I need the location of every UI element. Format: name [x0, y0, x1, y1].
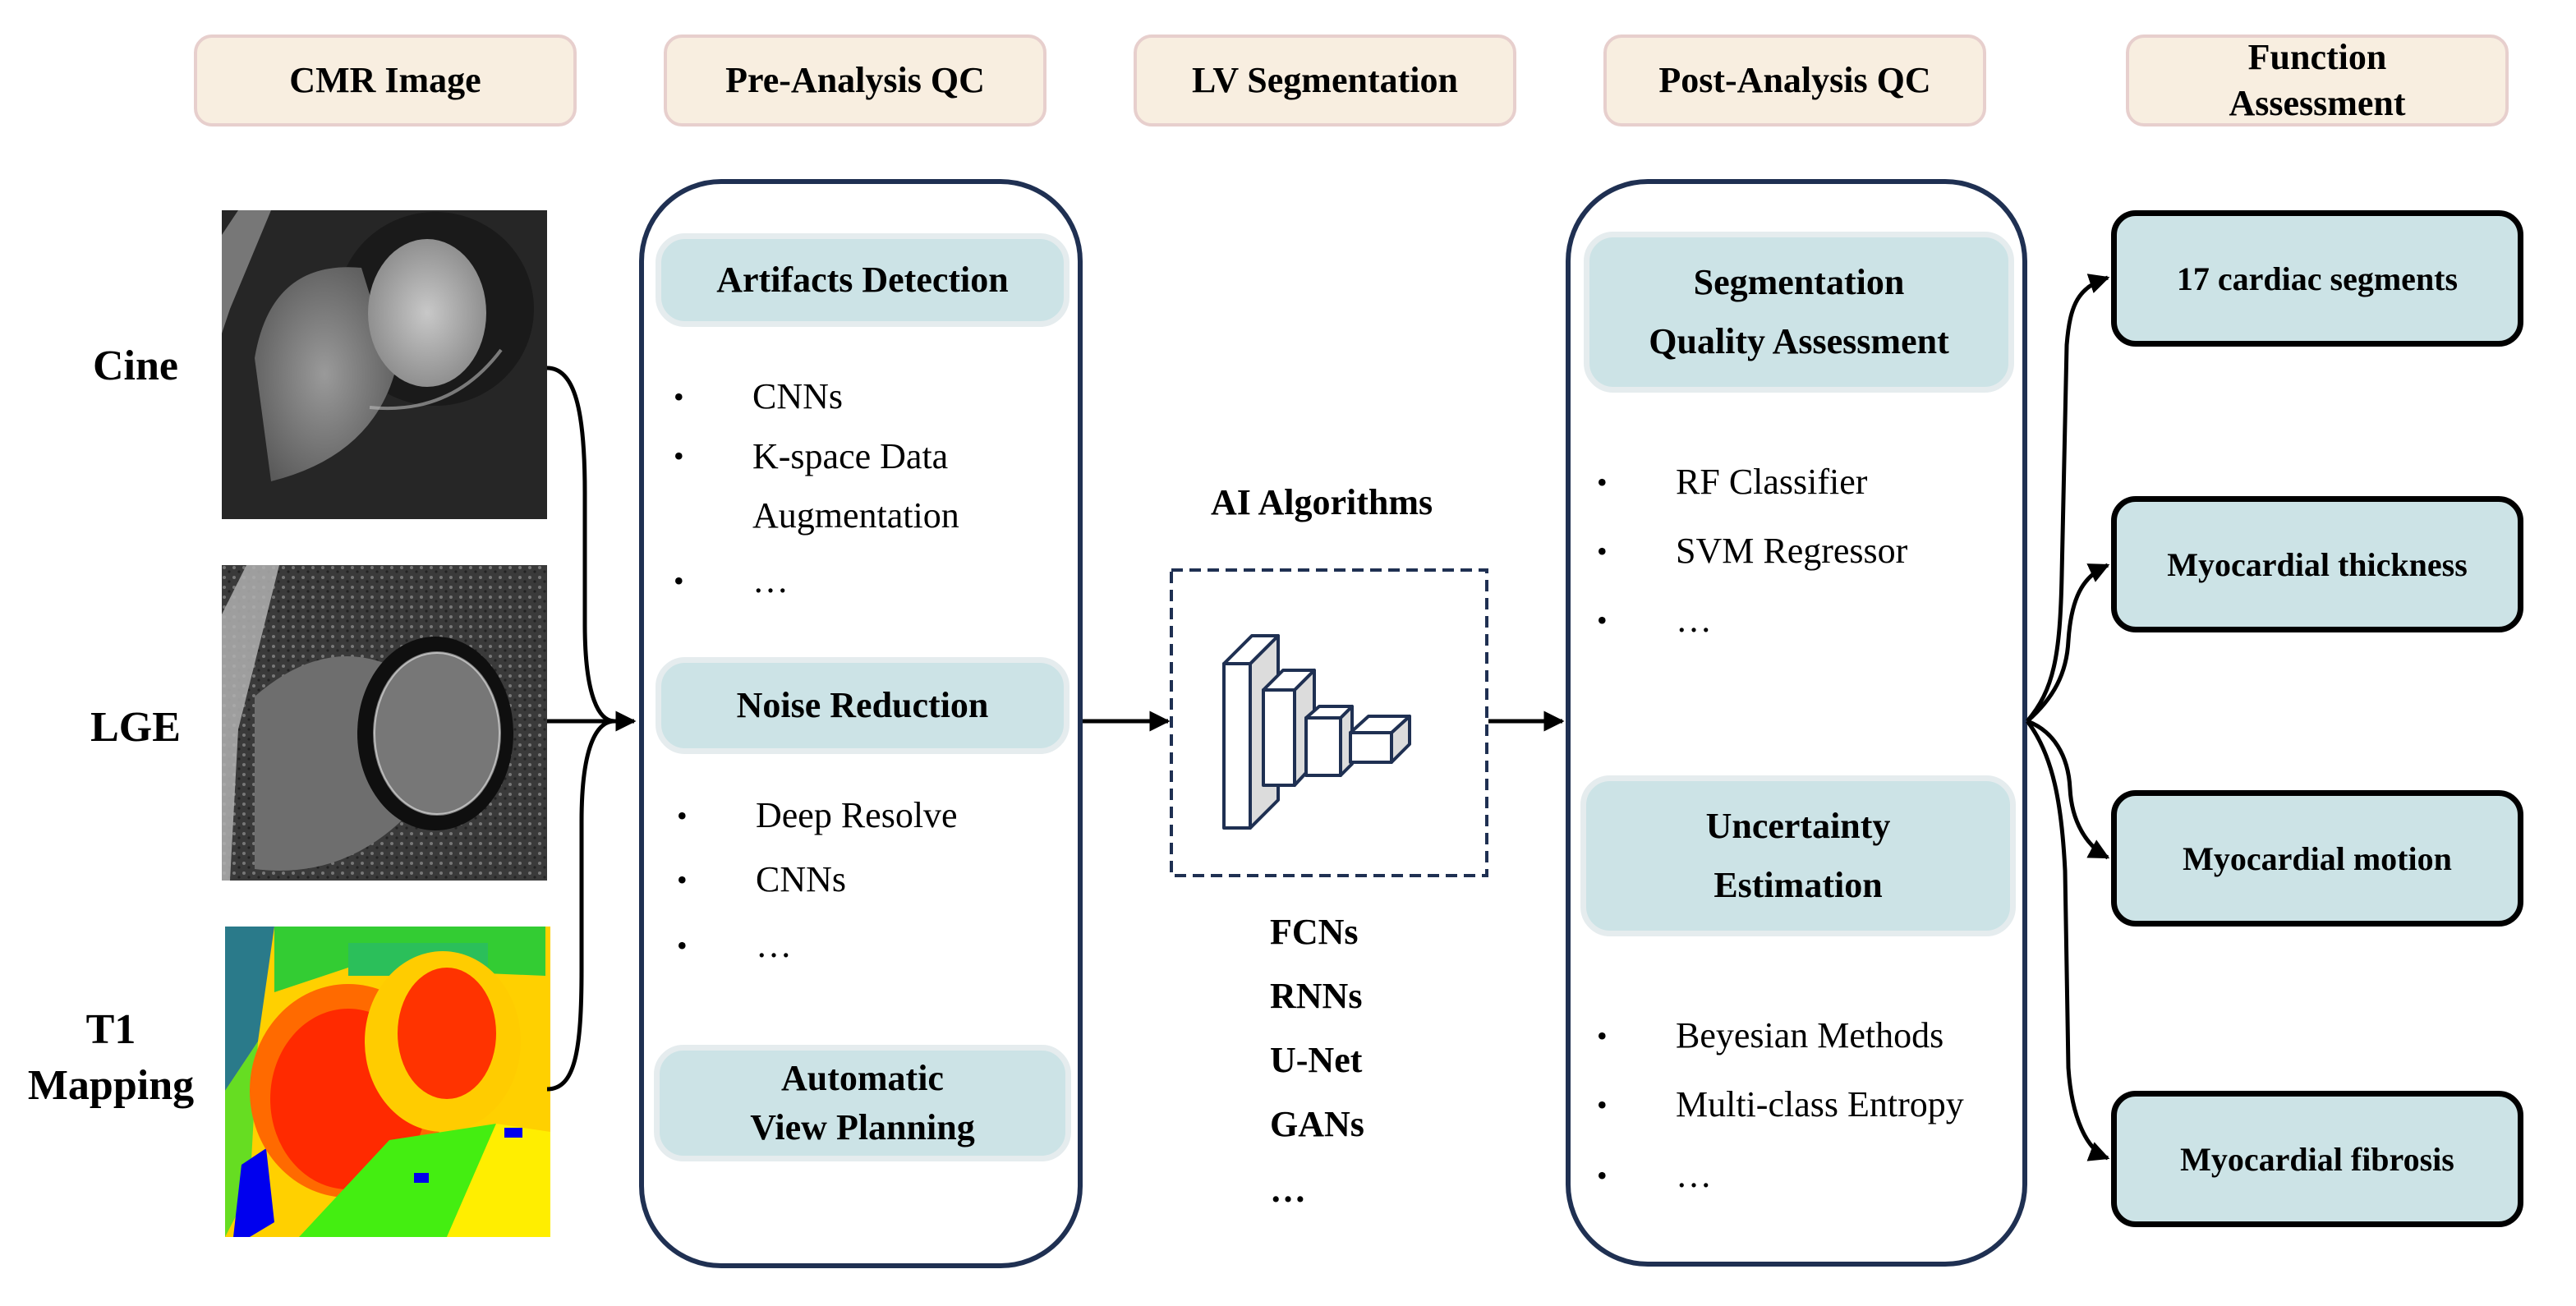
header-post-analysis-qc: Post-Analysis QC — [1603, 34, 1986, 126]
arrow-post-to-thickness — [2026, 563, 2110, 723]
section-title: Segmentation Quality Assessment — [1649, 262, 1949, 361]
output-label: Myocardial thickness — [2167, 545, 2468, 583]
header-label: Post-Analysis QC — [1658, 60, 1931, 100]
cnn-layers-icon — [1170, 568, 1488, 877]
output-myocardial-motion: Myocardial motion — [2111, 790, 2523, 927]
section-title: Noise Reduction — [736, 685, 989, 725]
output-myocardial-thickness: Myocardial thickness — [2111, 496, 2523, 632]
t1-mapping-image — [225, 927, 550, 1237]
label-t1-mapping: T1 Mapping — [27, 1006, 195, 1109]
header-label: Pre-Analysis QC — [725, 60, 985, 100]
arrow-t1-to-pre — [546, 719, 615, 1092]
algorithm-gans: GANs — [1270, 1104, 1364, 1144]
cine-image — [222, 210, 547, 519]
label-cine: Cine — [93, 343, 178, 389]
algorithm-rnns: RNNs — [1270, 976, 1363, 1016]
lge-mri-graphic — [222, 565, 547, 881]
header-pre-analysis-qc: Pre-Analysis QC — [664, 34, 1046, 126]
t1-map-graphic — [225, 927, 550, 1237]
header-label: CMR Image — [289, 60, 481, 100]
bullet-icon: • — [1597, 466, 1608, 499]
lge-image — [222, 565, 547, 881]
bullet-icon: • — [1597, 1019, 1608, 1052]
header-label: LV Segmentation — [1192, 60, 1458, 100]
arrow-post-to-17-segments — [2026, 274, 2110, 723]
arrow-cine-to-pre — [546, 366, 615, 724]
algorithm-u-net: U-Net — [1270, 1040, 1363, 1080]
header-lv-segmentation: LV Segmentation — [1134, 34, 1516, 126]
header-function-assessment: Function Assessment — [2126, 34, 2509, 126]
cine-mri-graphic — [222, 210, 547, 519]
header-cmr-image: CMR Image — [194, 34, 577, 126]
output-label: 17 cardiac segments — [2176, 260, 2459, 297]
bullet-icon: • — [1597, 535, 1608, 568]
bullet-icon: • — [1597, 1159, 1608, 1192]
bullet-icon: • — [677, 863, 688, 896]
section-automatic-view-planning: Automatic View Planning — [654, 1045, 1071, 1161]
output-myocardial-fibrosis: Myocardial fibrosis — [2111, 1091, 2523, 1227]
output-label: Myocardial motion — [2183, 839, 2452, 877]
header-label: Function Assessment — [2229, 37, 2406, 123]
output-label: Myocardial fibrosis — [2180, 1140, 2454, 1178]
bullet-icon: • — [674, 380, 684, 413]
section-title: Artifacts Detection — [716, 260, 1009, 300]
algorithm-more: … — [1270, 1170, 1306, 1210]
arrow-post-to-motion — [2026, 719, 2110, 860]
bullet-icon: • — [674, 439, 684, 472]
bullet-icon: • — [677, 799, 688, 832]
label-lge: LGE — [90, 704, 181, 751]
output-17-cardiac-segments: 17 cardiac segments — [2111, 210, 2523, 347]
section-noise-reduction: Noise Reduction — [656, 657, 1070, 754]
bullet-icon: • — [1597, 604, 1608, 637]
section-artifacts-detection: Artifacts Detection — [656, 233, 1070, 327]
bullet-icon: • — [1597, 1088, 1608, 1121]
bullet-icon: • — [677, 929, 688, 962]
bullet-icon: • — [674, 564, 684, 597]
ai-algorithms-label: AI Algorithms — [1211, 482, 1433, 522]
section-title: Uncertainty Estimation — [1705, 806, 1891, 905]
algorithm-fcns: FCNs — [1270, 912, 1359, 952]
arrow-post-to-fibrosis — [2026, 720, 2110, 1161]
section-uncertainty-estimation: Uncertainty Estimation — [1580, 775, 2016, 936]
section-title: Automatic View Planning — [750, 1058, 975, 1147]
section-segmentation-quality-assessment: Segmentation Quality Assessment — [1584, 232, 2014, 393]
